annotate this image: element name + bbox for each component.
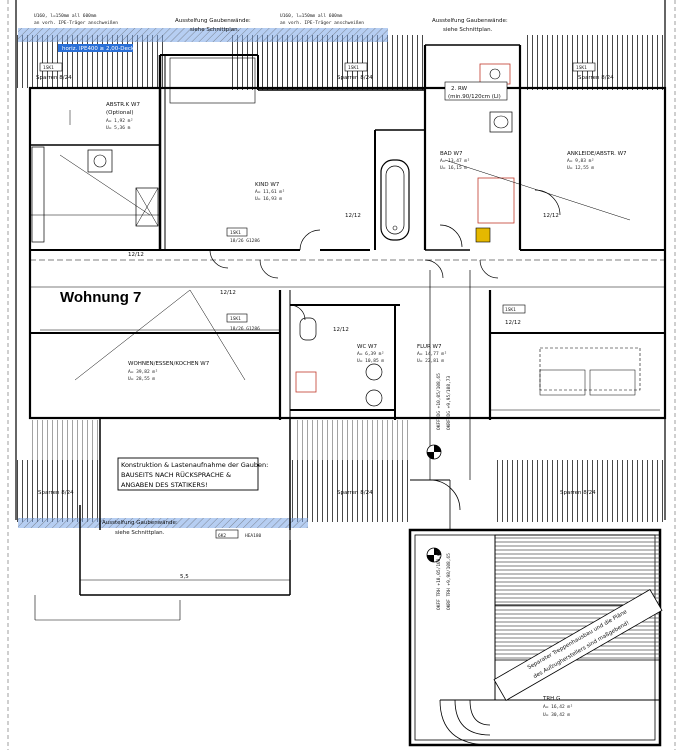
shower-area — [477, 177, 515, 224]
roof-slope-top-right — [525, 35, 665, 90]
structure-note-box — [117, 457, 259, 491]
toilet-wc — [299, 317, 317, 341]
roof-slope-bottom-middle — [290, 460, 410, 522]
annotation-blue-tag — [58, 44, 133, 52]
stair-note — [493, 589, 663, 701]
kitchen-counter — [31, 146, 45, 243]
level-marker — [426, 444, 442, 563]
roof-slope-bottom-left — [16, 460, 102, 522]
roof-slope-bottom-right — [497, 460, 665, 522]
walls — [28, 44, 667, 621]
highlight-marker — [475, 227, 491, 243]
bed-kind — [169, 57, 256, 104]
roof-slope-top-left — [16, 35, 166, 88]
bathtub — [380, 159, 410, 241]
